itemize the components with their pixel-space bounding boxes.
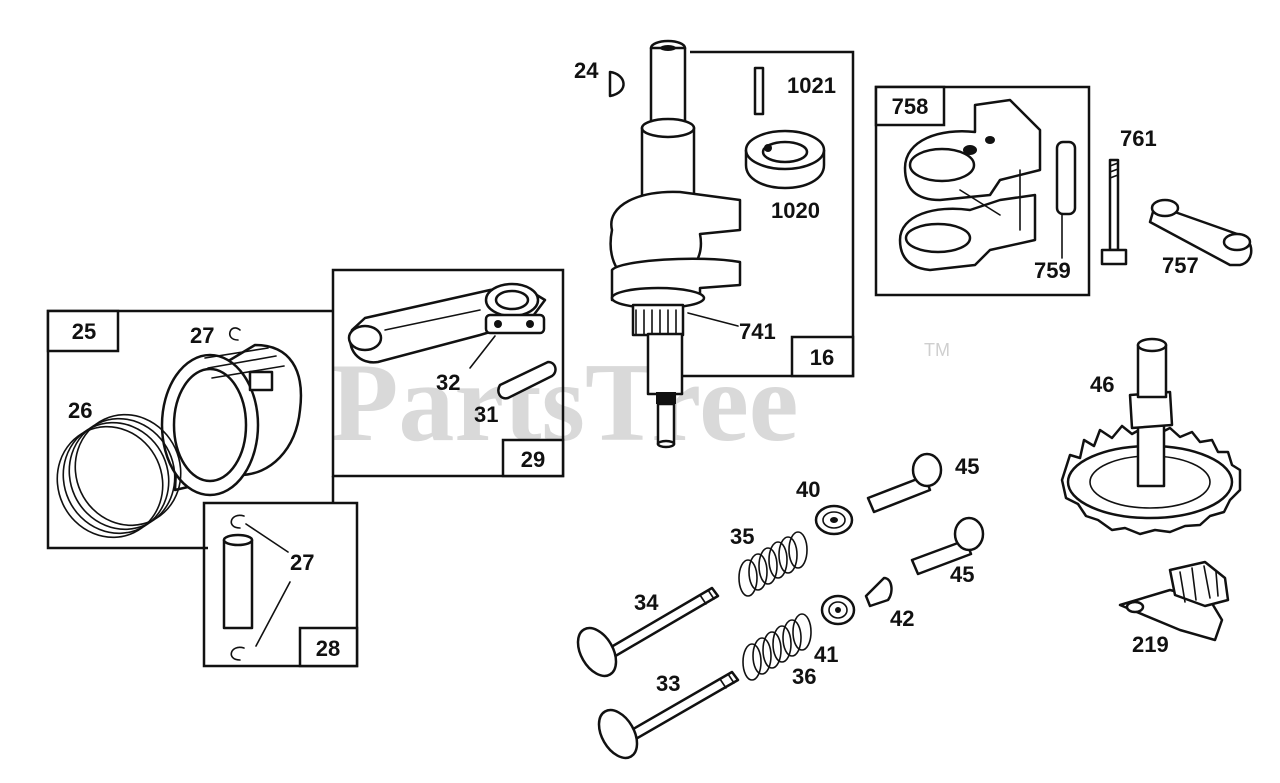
valve-spring-exhaust-part[interactable]	[742, 613, 812, 681]
callout-45-bottom[interactable]: 45	[950, 562, 974, 587]
callout-16[interactable]: 16	[810, 345, 834, 370]
connecting-rod-part[interactable]	[347, 282, 547, 364]
crankshaft-group: 16 24 1021	[574, 39, 855, 449]
callout-41[interactable]: 41	[814, 642, 838, 667]
callout-36[interactable]: 36	[792, 664, 816, 689]
valve-keeper-part[interactable]	[864, 576, 893, 608]
counterweight-group: 758 759	[874, 85, 1091, 297]
piston-group-frame	[46, 309, 333, 550]
callout-219[interactable]: 219	[1132, 632, 1169, 657]
governor-part[interactable]	[1118, 560, 1230, 642]
watermark-text: PartsTree	[330, 341, 799, 465]
callout-29[interactable]: 29	[521, 447, 545, 472]
watermark-trademark: TM	[924, 340, 950, 360]
callout-27-top[interactable]: 27	[190, 323, 214, 348]
callout-45-top[interactable]: 45	[955, 454, 979, 479]
valve-spring-retainer-lower-part[interactable]	[820, 594, 856, 626]
callout-42[interactable]: 42	[890, 606, 914, 631]
callout-33[interactable]: 33	[656, 671, 680, 696]
counterweight-part[interactable]	[898, 98, 1042, 272]
valve-spring-intake-part[interactable]	[738, 531, 808, 597]
valve-tappet-upper-part[interactable]	[866, 452, 943, 514]
callout-28[interactable]: 28	[316, 636, 340, 661]
callout-758[interactable]: 758	[892, 94, 929, 119]
valve-tappet-lower-part[interactable]	[910, 516, 985, 576]
intake-valve-part[interactable]	[570, 586, 720, 683]
callout-761[interactable]: 761	[1120, 126, 1157, 151]
callout-31[interactable]: 31	[474, 402, 498, 427]
callout-741[interactable]: 741	[739, 319, 776, 344]
pin-part[interactable]	[753, 66, 765, 116]
callout-40[interactable]: 40	[796, 477, 820, 502]
exhaust-valve-part[interactable]	[591, 670, 740, 765]
callout-757[interactable]: 757	[1162, 253, 1199, 278]
callout-1021[interactable]: 1021	[787, 73, 836, 98]
counterweight-pin-part[interactable]	[1055, 140, 1077, 216]
callout-box-758[interactable]	[874, 85, 946, 127]
callout-34[interactable]: 34	[634, 590, 659, 615]
bolt-part[interactable]	[1100, 158, 1128, 266]
connecting-rod-group: 29 32 31	[331, 268, 565, 478]
callout-box-28[interactable]	[298, 626, 359, 668]
piston-pin-group-frame	[202, 501, 359, 668]
crankshaft-group-frame	[672, 50, 855, 378]
oil-dipper-part[interactable]	[497, 360, 557, 400]
callout-25[interactable]: 25	[72, 319, 96, 344]
retainer-clip-lower-part[interactable]	[230, 646, 245, 661]
piston-group: 25 27 26	[39, 309, 335, 554]
piston-rings-part[interactable]	[39, 397, 199, 554]
woodruff-key-part[interactable]	[608, 70, 625, 98]
piston-pin-group: 28 27	[202, 501, 359, 668]
piston-pin-part[interactable]	[222, 533, 254, 630]
valve-spring-retainer-upper-part[interactable]	[814, 504, 854, 536]
piston-part[interactable]	[160, 343, 303, 497]
connecting-rod-group-frame	[331, 268, 565, 478]
camshaft-part[interactable]	[1060, 337, 1242, 536]
callout-24[interactable]: 24	[574, 58, 599, 83]
callout-26[interactable]: 26	[68, 398, 92, 423]
callout-box-29[interactable]	[501, 438, 565, 478]
retainer-clip-part[interactable]	[229, 327, 241, 341]
callout-box-25[interactable]	[46, 309, 120, 353]
crankshaft-part[interactable]	[609, 39, 742, 449]
counterweight-link-part[interactable]	[1148, 198, 1253, 267]
callout-32[interactable]: 32	[436, 370, 460, 395]
counterweight-group-frame	[874, 85, 1091, 297]
callout-27-bottom[interactable]: 27	[290, 550, 314, 575]
retainer-clip-upper-part[interactable]	[230, 514, 245, 529]
callout-759[interactable]: 759	[1034, 258, 1071, 283]
gear-washer-part[interactable]	[744, 129, 826, 190]
callout-46[interactable]: 46	[1090, 372, 1114, 397]
callout-1020[interactable]: 1020	[771, 198, 820, 223]
callout-35[interactable]: 35	[730, 524, 754, 549]
callout-box-16[interactable]	[790, 335, 855, 378]
